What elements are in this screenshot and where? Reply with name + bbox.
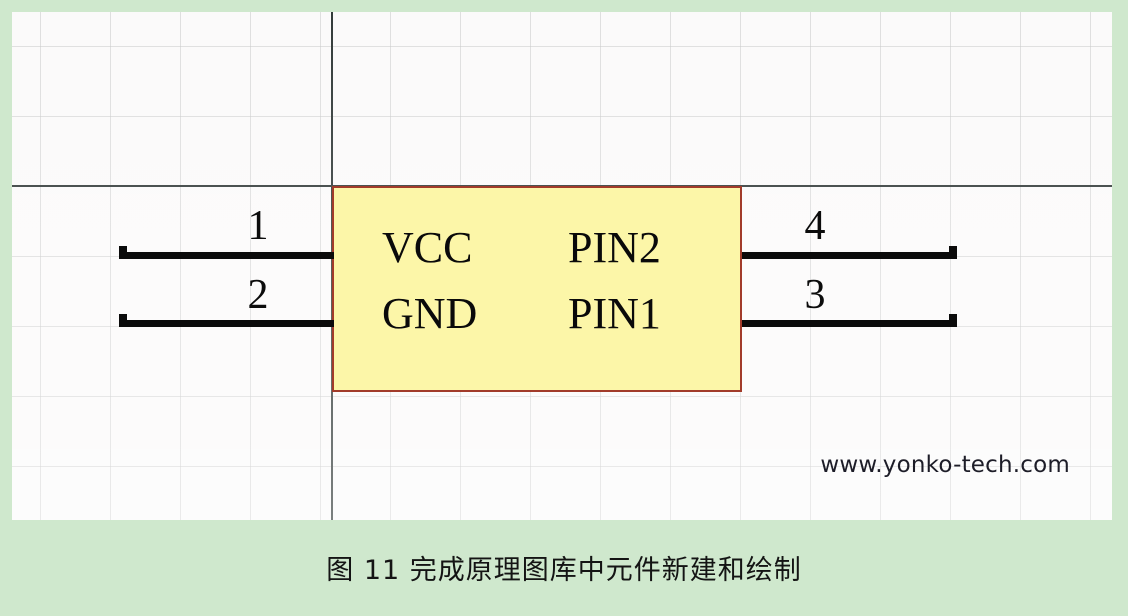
pin-label-vcc: VCC xyxy=(382,223,473,272)
pin-wire-3[interactable] xyxy=(742,320,954,327)
pin-wire-1[interactable] xyxy=(122,252,334,259)
watermark-text: www.yonko-tech.com xyxy=(820,452,1070,478)
pin-terminal-1[interactable] xyxy=(119,246,127,259)
pin-number-3: 3 xyxy=(804,272,826,318)
pin-terminal-3[interactable] xyxy=(949,314,957,327)
pin-label-pin1: PIN1 xyxy=(568,289,661,338)
pin-wire-2[interactable] xyxy=(122,320,334,327)
pin-number-4: 4 xyxy=(804,203,826,249)
schematic-canvas[interactable]: 1 2 4 3 VCC GND PIN2 PIN1 www.yonko-tech… xyxy=(12,12,1112,520)
pin-number-1: 1 xyxy=(247,203,269,249)
figure-caption: 图 11 完成原理图库中元件新建和绘制 xyxy=(326,555,802,586)
pin-terminal-4[interactable] xyxy=(949,246,957,259)
pin-terminal-2[interactable] xyxy=(119,314,127,327)
pin-number-2: 2 xyxy=(247,272,269,318)
pin-label-pin2: PIN2 xyxy=(568,223,661,272)
pin-wire-4[interactable] xyxy=(742,252,954,259)
component-body[interactable]: VCC GND PIN2 PIN1 xyxy=(332,186,742,392)
pin-label-gnd: GND xyxy=(382,289,478,338)
